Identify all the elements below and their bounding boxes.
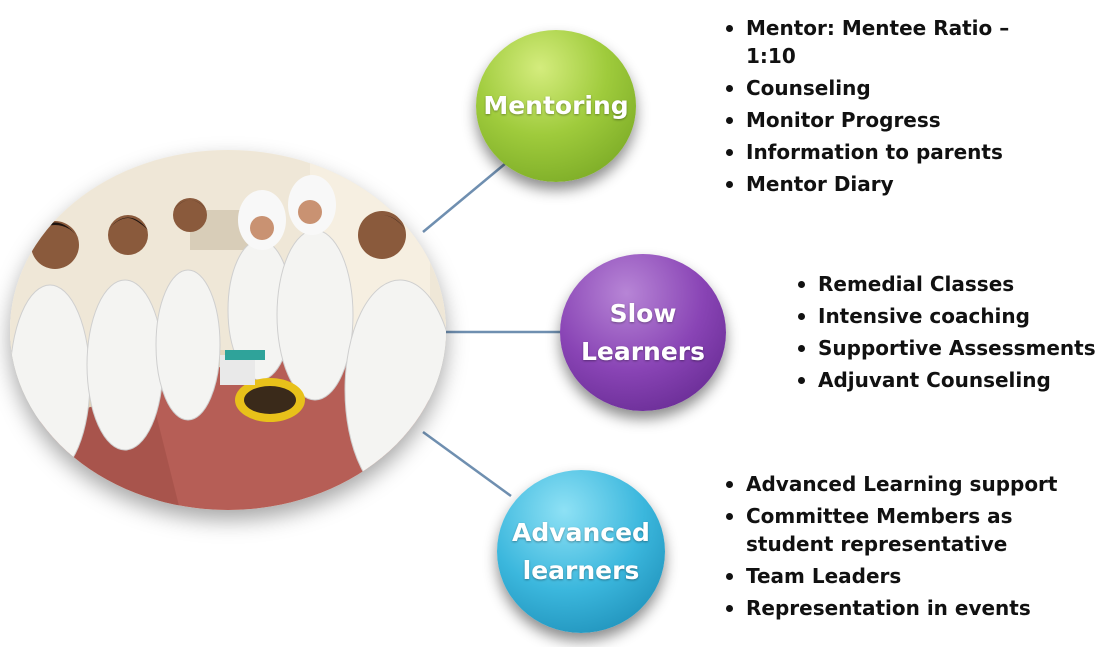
classroom-photo xyxy=(10,150,446,510)
list-item: Supportive Assessments xyxy=(796,334,1115,362)
connector-advanced xyxy=(422,430,512,498)
photo-illustration xyxy=(10,150,446,510)
list-item: Advanced Learning support xyxy=(724,470,1064,498)
list-item: Counseling xyxy=(724,74,1064,102)
slow-learners-circle: Slow Learners xyxy=(560,254,726,411)
list-item: Remedial Classes xyxy=(796,270,1115,298)
mentoring-bullet-list: Mentor: Mentee Ratio – 1:10 Counseling M… xyxy=(724,14,1064,202)
connector-mentoring xyxy=(422,162,507,233)
advanced-learners-bullet-list: Advanced Learning support Committee Memb… xyxy=(724,470,1064,626)
list-item: Committee Members as student representat… xyxy=(724,502,1064,558)
list-item: Information to parents xyxy=(724,138,1064,166)
mentoring-label: Mentoring xyxy=(483,91,629,120)
slow-learners-label: Slow Learners xyxy=(580,298,706,366)
list-item: Adjuvant Counseling xyxy=(796,366,1115,394)
list-item: Mentor: Mentee Ratio – 1:10 xyxy=(724,14,1064,70)
list-item: Monitor Progress xyxy=(724,106,1064,134)
advanced-learners-circle: Advanced learners xyxy=(497,470,665,633)
list-item: Representation in events xyxy=(724,594,1064,622)
list-item: Mentor Diary xyxy=(724,170,1064,198)
advanced-learners-label: Advanced learners xyxy=(512,517,650,585)
mentoring-circle: Mentoring xyxy=(476,30,636,182)
slow-learners-bullet-list: Remedial Classes Intensive coaching Supp… xyxy=(796,270,1115,398)
list-item: Intensive coaching xyxy=(796,302,1115,330)
list-item: Team Leaders xyxy=(724,562,1064,590)
